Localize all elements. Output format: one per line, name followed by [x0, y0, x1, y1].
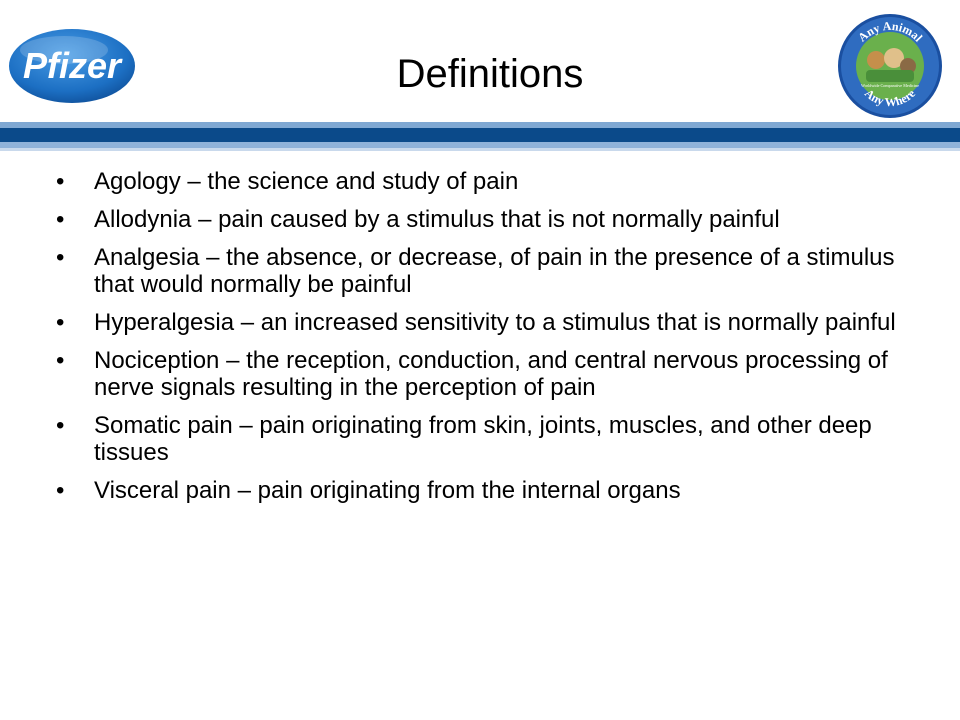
slide-title: Definitions — [396, 52, 584, 96]
definition-text: Visceral pain – pain originating from th… — [94, 477, 681, 504]
definition-text: Allodynia – pain caused by a stimulus th… — [94, 206, 780, 233]
definition-text: Somatic pain – pain originating from ski… — [94, 412, 872, 466]
definition-text: Agology – the science and study of pain — [94, 168, 519, 195]
definition-item: • Visceral pain – pain originating from … — [56, 477, 916, 504]
bullet-marker: • — [56, 477, 65, 504]
svg-text:Any Where: Any Where — [862, 86, 919, 109]
definition-text: Hyperalgesia – an increased sensitivity … — [94, 309, 896, 336]
definition-item: • Hyperalgesia – an increased sensitivit… — [56, 309, 916, 336]
logo-middle-text: Worldwide Comparative Medicine — [861, 83, 919, 88]
bullet-marker: • — [56, 244, 65, 271]
definition-item: • Somatic pain – pain originating from s… — [56, 412, 916, 466]
any-animal-logo: Any Animal Worldwide Comparative Medicin… — [838, 14, 942, 118]
definition-item: • Agology – the science and study of pai… — [56, 168, 916, 195]
bullet-marker: • — [56, 412, 65, 439]
bullet-marker: • — [56, 347, 65, 374]
bullet-marker: • — [56, 168, 65, 195]
definition-text: Nociception – the reception, conduction,… — [94, 347, 888, 401]
header-rule-bottom — [0, 142, 960, 148]
logo-bottom-text: Any Where — [862, 86, 919, 109]
header-rule-top — [0, 122, 960, 128]
definition-text: Analgesia – the absence, or decrease, of… — [94, 244, 895, 298]
header-rule-thin — [0, 148, 960, 151]
bullet-marker: • — [56, 206, 65, 233]
header-rule-main — [0, 128, 960, 142]
definition-list: • Agology – the science and study of pai… — [56, 168, 916, 515]
pfizer-logo-text: Pfizer — [23, 45, 123, 86]
definition-item: • Allodynia – pain caused by a stimulus … — [56, 206, 916, 233]
definition-item: • Analgesia – the absence, or decrease, … — [56, 244, 916, 298]
pfizer-logo: Pfizer — [9, 29, 135, 103]
definition-item: • Nociception – the reception, conductio… — [56, 347, 916, 401]
bullet-marker: • — [56, 309, 65, 336]
